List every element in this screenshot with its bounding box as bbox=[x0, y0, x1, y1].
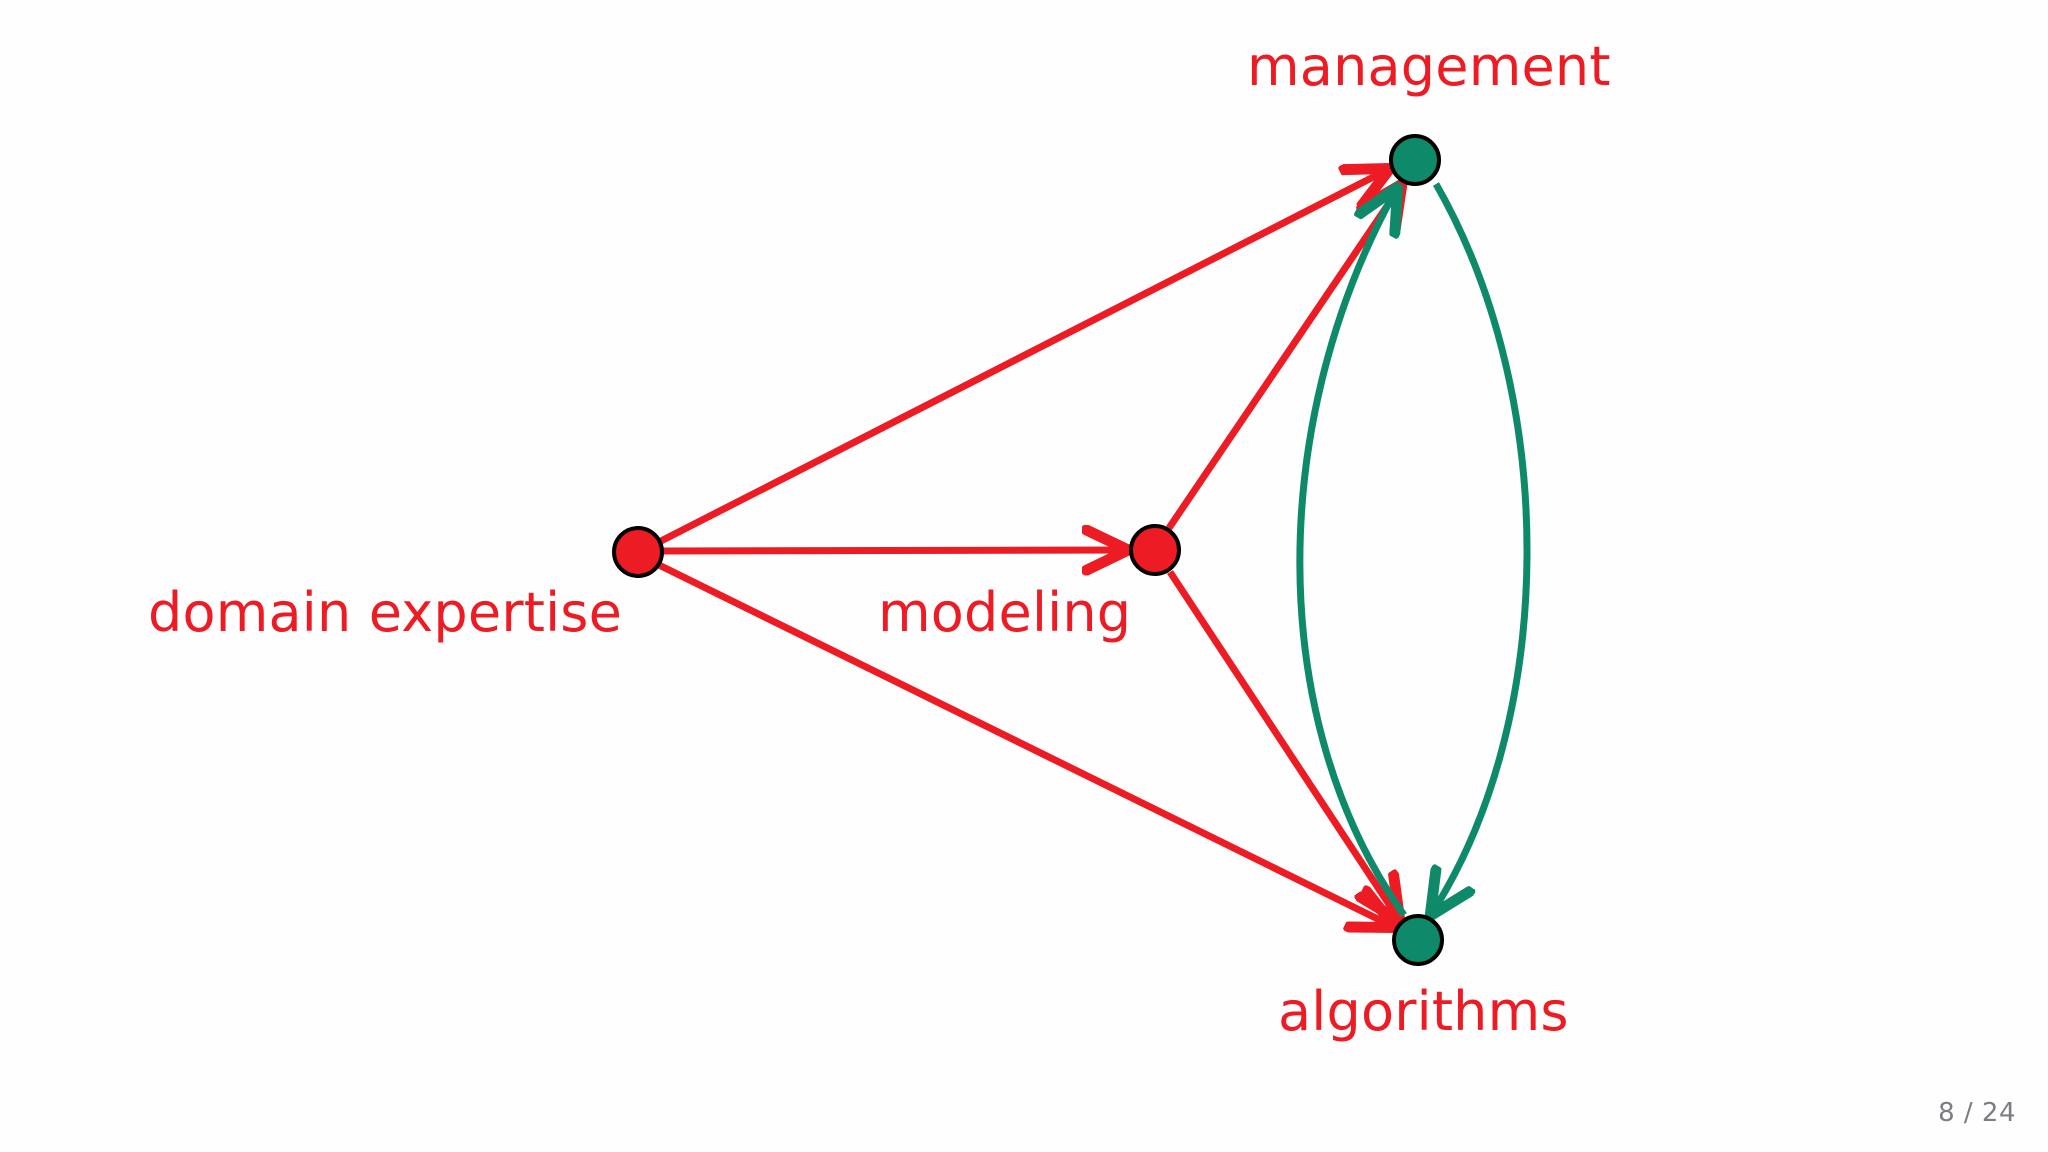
edge-layer bbox=[657, 170, 1531, 926]
node-label-algorithms: algorithms bbox=[1278, 980, 1569, 1043]
edge-algorithms-to-management bbox=[1296, 190, 1407, 918]
edge-domain-expertise-to-algorithms bbox=[657, 561, 1392, 926]
page-number: 8 / 24 bbox=[1938, 1098, 2016, 1128]
node-layer bbox=[612, 134, 1444, 966]
node-domain-expertise[interactable] bbox=[612, 526, 664, 578]
edge-management-to-algorithms bbox=[1432, 182, 1531, 913]
edge-modeling-to-algorithms bbox=[1167, 570, 1398, 918]
node-label-modeling: modeling bbox=[878, 581, 1132, 644]
node-modeling[interactable] bbox=[1129, 524, 1181, 576]
node-label-management: management bbox=[1247, 35, 1611, 98]
node-label-domain-expertise: domain expertise bbox=[148, 581, 623, 644]
edge-domain-expertise-to-management bbox=[659, 170, 1387, 545]
edge-modeling-to-management bbox=[1166, 187, 1400, 530]
node-algorithms[interactable] bbox=[1392, 914, 1444, 966]
node-management[interactable] bbox=[1389, 134, 1441, 186]
edge-domain-expertise-to-modeling bbox=[661, 550, 1125, 551]
